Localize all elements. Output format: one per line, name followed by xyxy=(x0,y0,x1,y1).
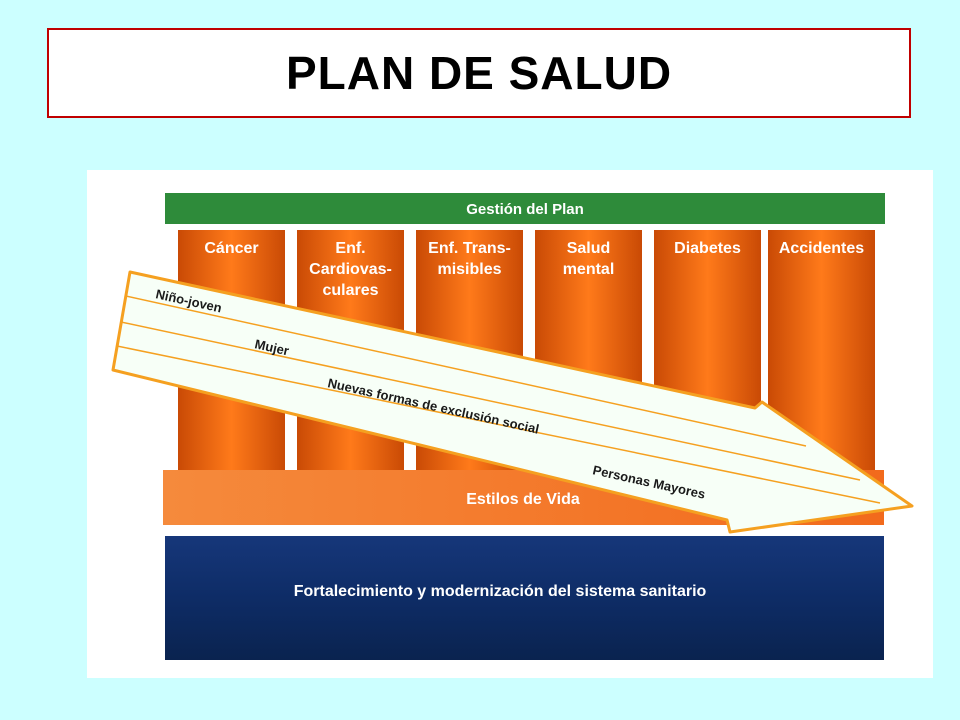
management-bar-label: Gestión del Plan xyxy=(466,201,584,218)
pillar-1-label-line-1: Cáncer xyxy=(204,240,258,257)
pillar-2-label-line-3: culares xyxy=(322,282,378,299)
title-box: PLAN DE SALUD xyxy=(47,28,911,118)
pillar-3-label-line-1: Enf. Trans- xyxy=(428,240,511,257)
page-title: PLAN DE SALUD xyxy=(285,47,673,99)
pillar-6-label-line-1: Accidentes xyxy=(779,240,864,257)
pillar-2-label-line-1: Enf. xyxy=(335,240,365,257)
population-arrow: Niño-joven Mujer Nuevas formas de exclus… xyxy=(111,270,914,534)
pillar-4-label-line-2: mental xyxy=(563,261,615,278)
pillar-3-label-line-2: misibles xyxy=(437,261,501,278)
arrow-label-women: Mujer xyxy=(253,336,290,358)
arrow-divider-1 xyxy=(125,295,807,447)
arrow-divider-2 xyxy=(120,321,861,481)
arrow-divider-3 xyxy=(116,345,881,504)
pillar-4-label-line-1: Salud xyxy=(567,240,611,257)
lifestyle-bar-label: Estilos de Vida xyxy=(466,491,580,508)
health-system-base xyxy=(165,536,884,660)
management-bar xyxy=(165,193,885,224)
pillar-5-label-line-1: Diabetes xyxy=(674,240,741,257)
health-system-base-label: Fortalecimiento y modernización del sist… xyxy=(294,583,707,600)
pillar-2-label-line-2: Cardiovas- xyxy=(309,261,392,278)
